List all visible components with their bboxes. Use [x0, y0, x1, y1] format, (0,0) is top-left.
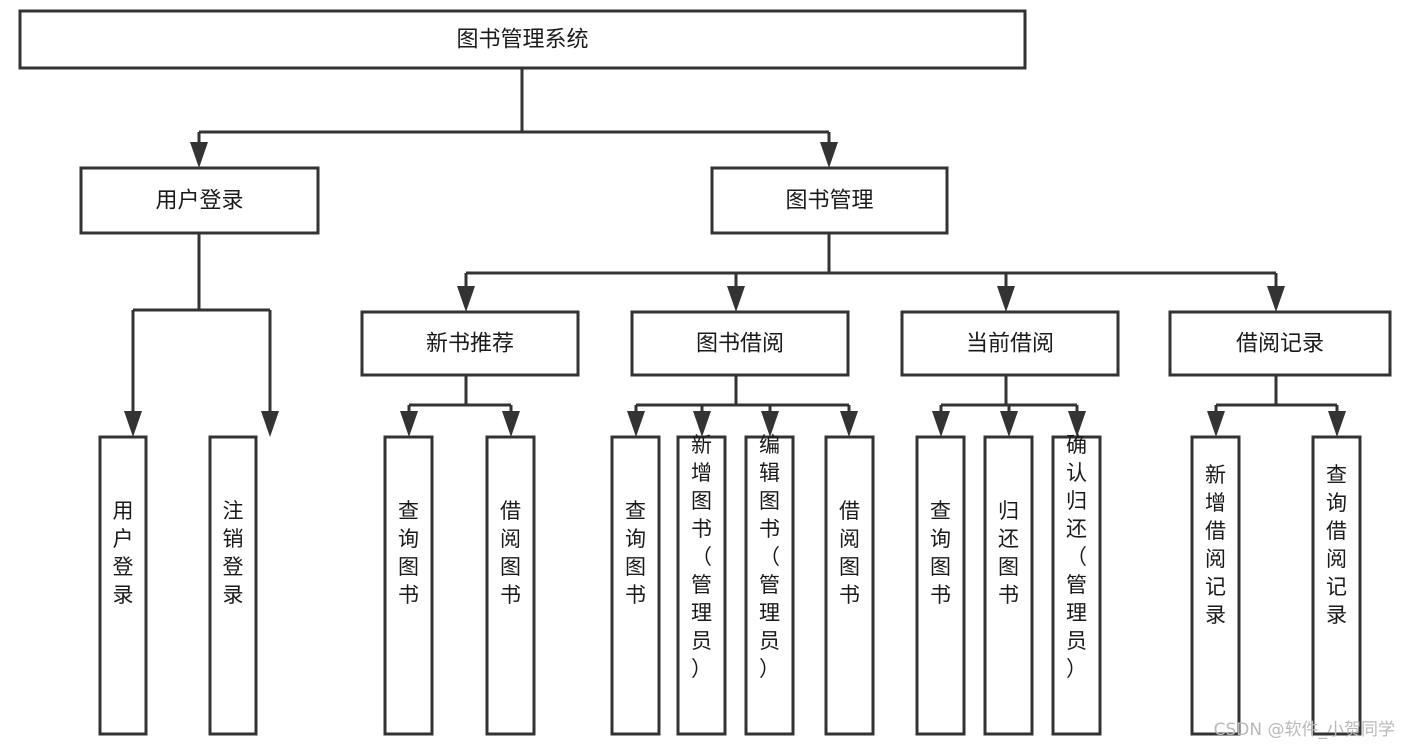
- node-leaf-query-borrow-record[interactable]: 查询借阅记录: [1311, 435, 1362, 736]
- node-box-leaf-logout-login[interactable]: [208, 435, 258, 736]
- connector-root-to-level2-arrowhead-1: [820, 142, 838, 168]
- node-leaf-return-book[interactable]: 归还图书: [983, 435, 1034, 736]
- node-box-leaf-edit-book[interactable]: [744, 435, 795, 736]
- csdn-watermark: CSDN @软件_小贺同学: [1214, 720, 1395, 740]
- node-box-leaf-borrow-book[interactable]: [824, 435, 875, 736]
- node-box-leaf-return-book[interactable]: [983, 435, 1034, 736]
- node-leaf-query-book-recommend[interactable]: 查询图书: [383, 435, 434, 736]
- connector-new-book-recommend-to-leaves-arrowhead-1: [502, 411, 520, 437]
- node-label-current-borrow: 当前借阅: [966, 332, 1054, 357]
- node-box-user-login[interactable]: [79, 166, 320, 235]
- node-label-leaf-query-book-recommend: 查询图书: [398, 499, 419, 607]
- node-label-user-login: 用户登录: [155, 189, 243, 214]
- node-root[interactable]: 图书管理系统: [18, 9, 1027, 70]
- connector-book-borrow-to-leaves-arrowhead-3: [840, 411, 858, 437]
- connector-user-login-to-leaves-arrowhead-1: [261, 411, 279, 437]
- node-new-book-recommend[interactable]: 新书推荐: [360, 310, 580, 377]
- node-label-book-borrow: 图书借阅: [696, 332, 784, 357]
- node-label-book-management: 图书管理: [785, 189, 873, 214]
- connector-borrow-record-to-leaves-arrowhead-0: [1207, 411, 1225, 437]
- node-label-leaf-query-book-current: 查询图书: [930, 499, 951, 607]
- node-box-root[interactable]: [18, 9, 1027, 70]
- connector-borrow-record-to-leaves-arrowhead-1: [1328, 411, 1346, 437]
- node-box-leaf-add-book[interactable]: [676, 435, 727, 736]
- connector-user-login-to-leaves-arrowhead-0: [124, 411, 142, 437]
- node-leaf-confirm-return[interactable]: 确认归还（管理员）: [1051, 433, 1102, 736]
- node-leaf-borrow-book-recommend[interactable]: 借阅图书: [485, 435, 536, 736]
- node-label-leaf-user-login: 用户登录: [113, 499, 134, 607]
- node-label-new-book-recommend: 新书推荐: [426, 332, 514, 357]
- connector-book-management-to-level3-arrowhead-1: [727, 286, 745, 312]
- node-leaf-add-borrow-record[interactable]: 新增借阅记录: [1190, 435, 1241, 736]
- node-box-leaf-add-borrow-record[interactable]: [1190, 435, 1241, 736]
- node-box-book-management[interactable]: [710, 166, 949, 235]
- node-box-leaf-query-borrow-record[interactable]: [1311, 435, 1362, 736]
- node-box-leaf-query-book-recommend[interactable]: [383, 435, 434, 736]
- connector-book-management-to-level3-arrowhead-2: [997, 286, 1015, 312]
- node-book-borrow[interactable]: 图书借阅: [630, 310, 850, 377]
- node-label-leaf-query-book-borrow: 查询图书: [625, 499, 646, 607]
- node-box-current-borrow[interactable]: [900, 310, 1120, 377]
- node-box-leaf-confirm-return[interactable]: [1051, 435, 1102, 736]
- node-box-new-book-recommend[interactable]: [360, 310, 580, 377]
- node-leaf-add-book[interactable]: 新增图书（管理员）: [676, 433, 727, 736]
- connector-book-management-to-level3-arrowhead-0: [457, 286, 475, 312]
- node-label-leaf-add-borrow-record: 新增借阅记录: [1205, 463, 1226, 627]
- node-label-leaf-query-borrow-record: 查询借阅记录: [1326, 463, 1347, 627]
- node-leaf-user-login[interactable]: 用户登录: [98, 435, 148, 736]
- connectors-layer: [124, 68, 1346, 437]
- node-label-borrow-record: 借阅记录: [1236, 332, 1324, 357]
- node-box-leaf-borrow-book-recommend[interactable]: [485, 435, 536, 736]
- node-label-leaf-borrow-book-recommend: 借阅图书: [500, 499, 521, 607]
- connector-book-borrow-to-leaves-arrowhead-2: [761, 411, 779, 437]
- node-label-leaf-borrow-book: 借阅图书: [839, 499, 860, 607]
- connector-current-borrow-to-leaves-arrowhead-0: [932, 411, 950, 437]
- connector-new-book-recommend-to-leaves-arrowhead-0: [400, 411, 418, 437]
- node-box-leaf-query-book-borrow[interactable]: [610, 435, 661, 736]
- connector-current-borrow-to-leaves-arrowhead-1: [1000, 411, 1018, 437]
- node-book-management[interactable]: 图书管理: [710, 166, 949, 235]
- node-label-leaf-add-book: 新增图书（管理员）: [691, 433, 712, 681]
- node-box-leaf-user-login[interactable]: [98, 435, 148, 736]
- node-box-book-borrow[interactable]: [630, 310, 850, 377]
- node-leaf-query-book-borrow[interactable]: 查询图书: [610, 435, 661, 736]
- connector-current-borrow-to-leaves-arrowhead-2: [1068, 411, 1086, 437]
- node-leaf-edit-book[interactable]: 编辑图书（管理员）: [744, 433, 795, 736]
- node-leaf-borrow-book[interactable]: 借阅图书: [824, 435, 875, 736]
- connector-root-to-level2-arrowhead-0: [190, 142, 208, 168]
- node-borrow-record[interactable]: 借阅记录: [1168, 310, 1392, 377]
- connector-book-borrow-to-leaves-arrowhead-0: [627, 411, 645, 437]
- node-label-leaf-edit-book: 编辑图书（管理员）: [759, 433, 780, 681]
- node-user-login[interactable]: 用户登录: [79, 166, 320, 235]
- node-box-borrow-record[interactable]: [1168, 310, 1392, 377]
- node-current-borrow[interactable]: 当前借阅: [900, 310, 1120, 377]
- node-box-leaf-query-book-current[interactable]: [915, 435, 966, 736]
- nodes-layer: 图书管理系统用户登录图书管理新书推荐图书借阅当前借阅借阅记录用户登录注销登录查询…: [18, 9, 1392, 736]
- connector-book-management-to-level3-arrowhead-3: [1267, 286, 1285, 312]
- node-leaf-logout-login[interactable]: 注销登录: [208, 435, 258, 736]
- node-label-leaf-return-book: 归还图书: [998, 499, 1019, 607]
- node-leaf-query-book-current[interactable]: 查询图书: [915, 435, 966, 736]
- node-label-leaf-logout-login: 注销登录: [223, 499, 244, 607]
- node-label-root: 图书管理系统: [456, 28, 588, 53]
- connector-book-borrow-to-leaves-arrowhead-1: [693, 411, 711, 437]
- node-label-leaf-confirm-return: 确认归还（管理员）: [1066, 433, 1087, 681]
